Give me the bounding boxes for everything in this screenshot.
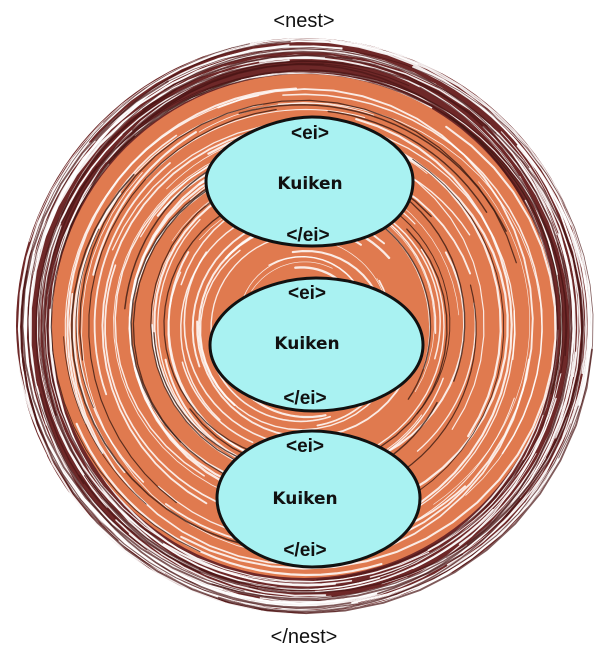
- egg-content: Kuiken: [272, 489, 337, 509]
- egg-shape: [208, 276, 425, 413]
- nest-strand: [165, 47, 594, 459]
- nest-strand: [12, 38, 442, 456]
- nest-strand: [18, 105, 453, 617]
- nest-strand: [163, 212, 299, 462]
- nest-strand: [93, 162, 171, 396]
- nest-strand: [198, 102, 375, 133]
- nest-strand: [523, 152, 578, 487]
- egg-shape: [204, 115, 415, 248]
- nest-strand: [113, 139, 284, 495]
- egg-close-tag: </ei>: [283, 388, 326, 409]
- nest-strand: [95, 40, 291, 142]
- egg-content: Kuiken: [277, 174, 342, 194]
- nest-strand: [371, 217, 432, 400]
- nest-strand: [68, 292, 530, 566]
- nest-strand: [251, 261, 333, 292]
- egg-close-tag: </ei>: [286, 225, 329, 246]
- nest-strand: [366, 430, 571, 616]
- nest-strand: [20, 43, 250, 372]
- nest-strand: [17, 40, 572, 402]
- nest-strand: [142, 54, 573, 546]
- nest-strand: [174, 86, 564, 590]
- nest-strand: [76, 134, 178, 483]
- nest-strand: [238, 104, 507, 232]
- nest-strand: [42, 54, 582, 439]
- egg: <ei> Kuiken </ei>: [208, 276, 425, 413]
- nest-strand: [107, 60, 585, 517]
- nest-strand: [79, 99, 517, 361]
- egg: <ei> Kuiken </ei>: [215, 429, 422, 569]
- nest-strand: [39, 71, 393, 415]
- nest-strand: [88, 108, 277, 504]
- nest-strand: [412, 413, 552, 570]
- nest-strand: [71, 173, 319, 553]
- nest-strand: [21, 80, 464, 601]
- egg-open-tag: <ei>: [286, 436, 324, 457]
- nest-strand: [217, 497, 521, 613]
- nest-strand: [122, 61, 353, 135]
- nest-strand: [63, 336, 147, 505]
- nest-strand: [113, 69, 559, 416]
- nest-strand: [145, 108, 366, 180]
- nest: [12, 33, 595, 618]
- nest-strand: [448, 116, 562, 395]
- nest-strand: [64, 95, 259, 425]
- nest-strand: [309, 69, 567, 374]
- egg-open-tag: <ei>: [291, 123, 329, 144]
- nest-open-tag: <nest>: [273, 10, 334, 32]
- nest-strand: [92, 131, 197, 276]
- nest-strand: [29, 38, 559, 242]
- nest-strand: [446, 277, 590, 566]
- nest-strand: [327, 110, 488, 213]
- nest-strand: [42, 166, 201, 574]
- nest-strand: [131, 63, 539, 238]
- nest-strand: [212, 360, 332, 423]
- egg-content: Kuiken: [274, 334, 339, 354]
- nest-strand: [292, 65, 592, 612]
- egg-shape: [215, 429, 422, 569]
- nest-strand: [243, 256, 364, 299]
- nest-strand: [27, 171, 245, 592]
- nest-inner-strands: [64, 87, 557, 577]
- nest-strand: [412, 66, 588, 374]
- nest-strand: [27, 387, 579, 610]
- nest-strand: [75, 228, 100, 409]
- nest-strand: [163, 51, 491, 125]
- nest-strand: [355, 118, 513, 534]
- nest-strand: [199, 249, 378, 431]
- nest-strand: [128, 175, 563, 604]
- nest-close-tag: </nest>: [271, 626, 338, 648]
- nest-strand: [101, 125, 294, 505]
- nest-strand: [316, 459, 525, 581]
- nest-outer-strands: [12, 33, 595, 618]
- nest-strand: [66, 87, 298, 455]
- nest-strand: [20, 270, 593, 615]
- nest-strand: [61, 48, 497, 215]
- nest-strand: [104, 264, 270, 519]
- nest-strand: [416, 302, 476, 452]
- nest-strand: [75, 422, 383, 577]
- nest-strand: [48, 308, 380, 591]
- nest-strand: [181, 361, 254, 444]
- nest-strand: [180, 125, 557, 570]
- nest-strand: [50, 79, 241, 553]
- egg-open-tag: <ei>: [288, 283, 326, 304]
- egg-close-tag: </ei>: [283, 540, 326, 561]
- egg: <ei> Kuiken </ei>: [204, 115, 415, 248]
- nest-strand: [217, 88, 534, 538]
- nest-strand: [433, 181, 531, 505]
